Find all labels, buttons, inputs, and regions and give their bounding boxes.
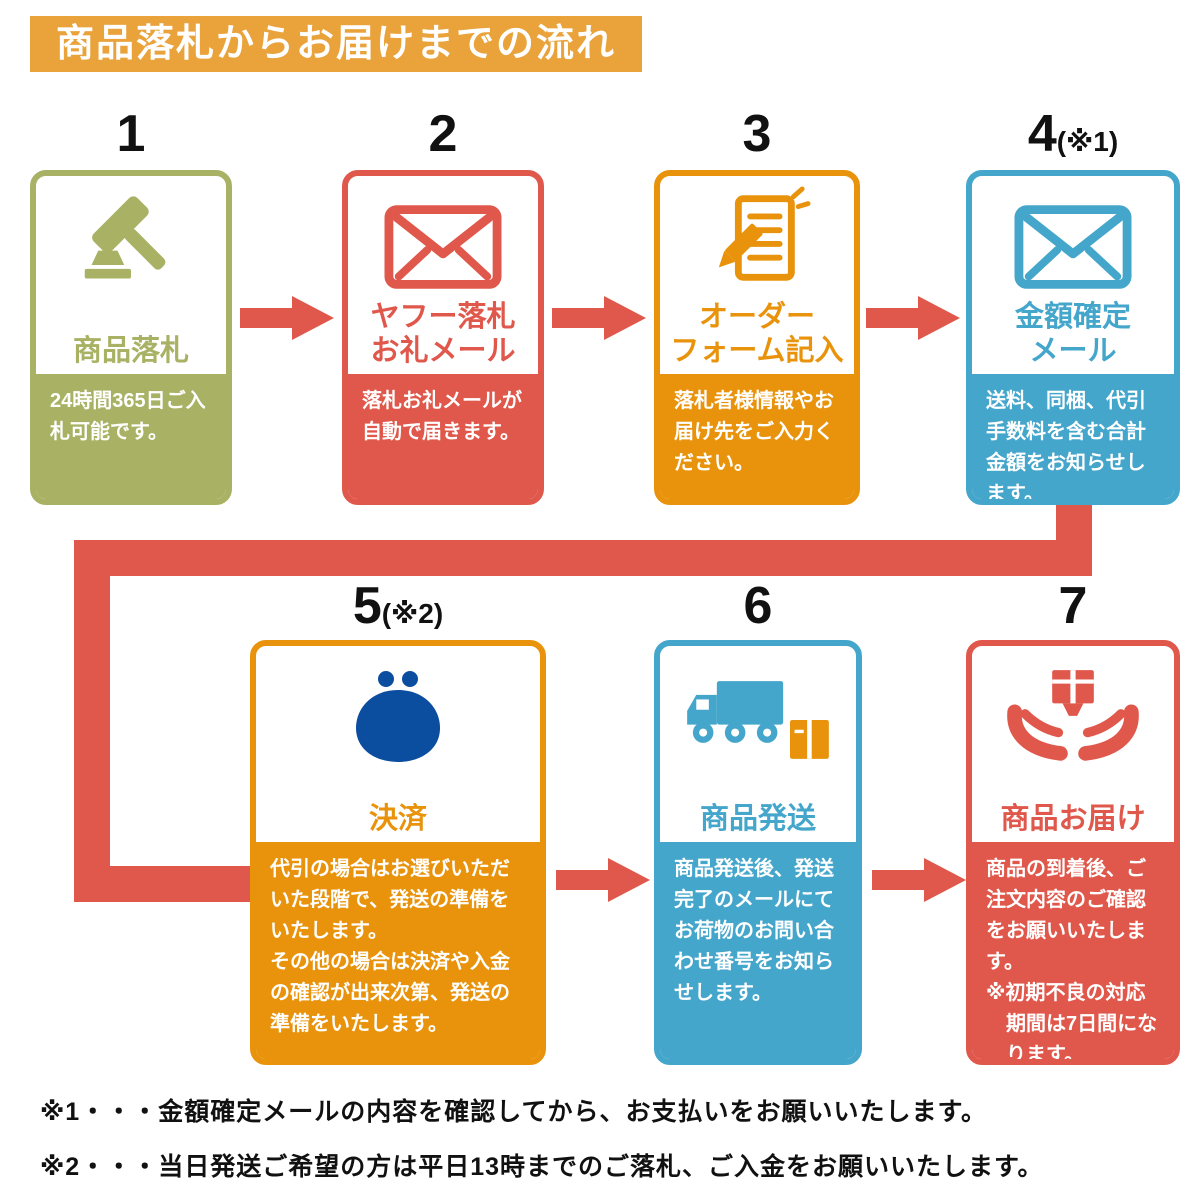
flow-arrow-1-2: [240, 296, 334, 340]
coin-purse-icon: [342, 646, 454, 842]
step-number-1: 1: [116, 105, 146, 163]
step-title: 商品お届け: [1000, 802, 1146, 835]
footnote-1: ※1・・・金額確定メールの内容を確認してから、お支払いをお願いいたします。: [40, 1098, 987, 1126]
flow-connector-vertical-left: [74, 540, 110, 902]
step-description: 商品の到着後、ご注文内容のご確認をお願いいたします。 ※初期不良の対応期間は7日…: [972, 842, 1174, 1059]
step-description: 商品発送後、発送完了のメールにてお荷物のお問い合わせ番号をお知らせします。: [660, 842, 856, 1059]
envelope-icon: [1014, 176, 1132, 374]
step-title: ヤフー落札 お礼メール: [370, 300, 516, 367]
step-title: 商品落札: [72, 334, 189, 367]
flow-arrow-6-7: [872, 858, 966, 902]
hands-holding-package-icon: [1006, 646, 1140, 842]
flow-arrow-2-3: [552, 296, 646, 340]
step-number-2: 2: [428, 105, 458, 163]
step-title: 商品発送: [699, 802, 816, 835]
flow-arrow-5-6: [556, 858, 650, 902]
step-description: 落札お礼メールが自動で届きます。: [348, 374, 538, 499]
flow-connector-horizontal-top: [74, 540, 1092, 576]
step-number-6: 6: [743, 577, 773, 635]
step-number-7: 7: [1058, 577, 1088, 635]
step-card-price-confirm-mail: 金額確定 メール 送料、同梱、代引手数料を含む合計金額をお知らせします。: [966, 170, 1180, 505]
step-title: 決済: [368, 802, 427, 835]
step-description: 24時間365日ご入札可能です。: [36, 374, 226, 499]
step-card-delivery: 商品お届け 商品の到着後、ご注文内容のご確認をお願いいたします。 ※初期不良の対…: [966, 640, 1180, 1065]
step-description: 送料、同梱、代引手数料を含む合計金額をお知らせします。: [972, 374, 1174, 499]
envelope-icon: [384, 176, 502, 374]
gavel-icon: [78, 176, 184, 374]
step-card-shipping: 商品発送 商品発送後、発送完了のメールにてお荷物のお問い合わせ番号をお知らせしま…: [654, 640, 862, 1065]
step-card-thanks-mail: ヤフー落札 お礼メール 落札お礼メールが自動で届きます。: [342, 170, 544, 505]
step-number-5: 5(※2): [352, 577, 444, 635]
truck-icon: [682, 646, 834, 842]
step-title: オーダー フォーム記入: [670, 300, 844, 367]
step-number-4: 4(※1): [1027, 105, 1119, 163]
step-card-order-form: オーダー フォーム記入 落札者様情報やお届け先をご入力ください。: [654, 170, 860, 505]
step-description: 代引の場合はお選びいただいた段階で、発送の準備をいたします。 その他の場合は決済…: [256, 842, 540, 1059]
footnotes: ※1・・・金額確定メールの内容を確認してから、お支払いをお願いいたします。 ※2…: [40, 1096, 1044, 1200]
page-title: 商品落札からお届けまでの流れ: [30, 16, 643, 72]
flow-connector-horizontal-into-step5: [74, 866, 256, 902]
step-number-3: 3: [742, 105, 772, 163]
step-card-auction-win: 商品落札 24時間365日ご入札可能です。: [30, 170, 232, 505]
footnote-2: ※2・・・当日発送ご希望の方は平日13時までのご落札、ご入金をお願いいたします。: [40, 1152, 1044, 1181]
step-description: 落札者様情報やお届け先をご入力ください。: [660, 374, 854, 499]
step-title: 金額確定 メール: [1014, 300, 1131, 367]
step-card-payment: 決済 代引の場合はお選びいただいた段階で、発送の準備をいたします。 その他の場合…: [250, 640, 546, 1065]
flow-arrow-3-4: [866, 296, 960, 340]
form-pencil-icon: [703, 176, 811, 374]
